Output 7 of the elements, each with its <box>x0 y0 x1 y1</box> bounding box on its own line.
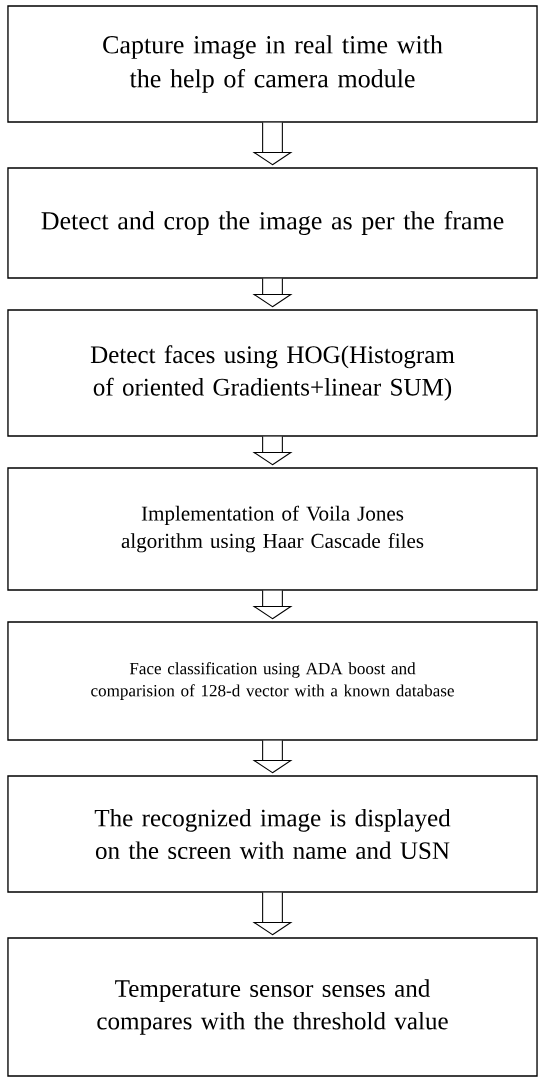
process-box: Detect faces using HOG(Histogram of oriented Gradients+linear SUM) <box>7 309 538 437</box>
process-box: Capture image in real time with the help of camera module <box>7 5 538 123</box>
process-box: Temperature sensor senses and compares with the threshold value <box>7 937 538 1077</box>
process-box: Implementation of Voila Jones algorithm using Haar Cascade files <box>7 467 538 591</box>
process-box: The recognized image is displayed on the screen with name and USN <box>7 775 538 893</box>
process-box: Detect and crop the image as per the frame <box>7 167 538 279</box>
process-box: Face classification using ADA boost and comparision of 128-d vector with a known database <box>7 621 538 741</box>
